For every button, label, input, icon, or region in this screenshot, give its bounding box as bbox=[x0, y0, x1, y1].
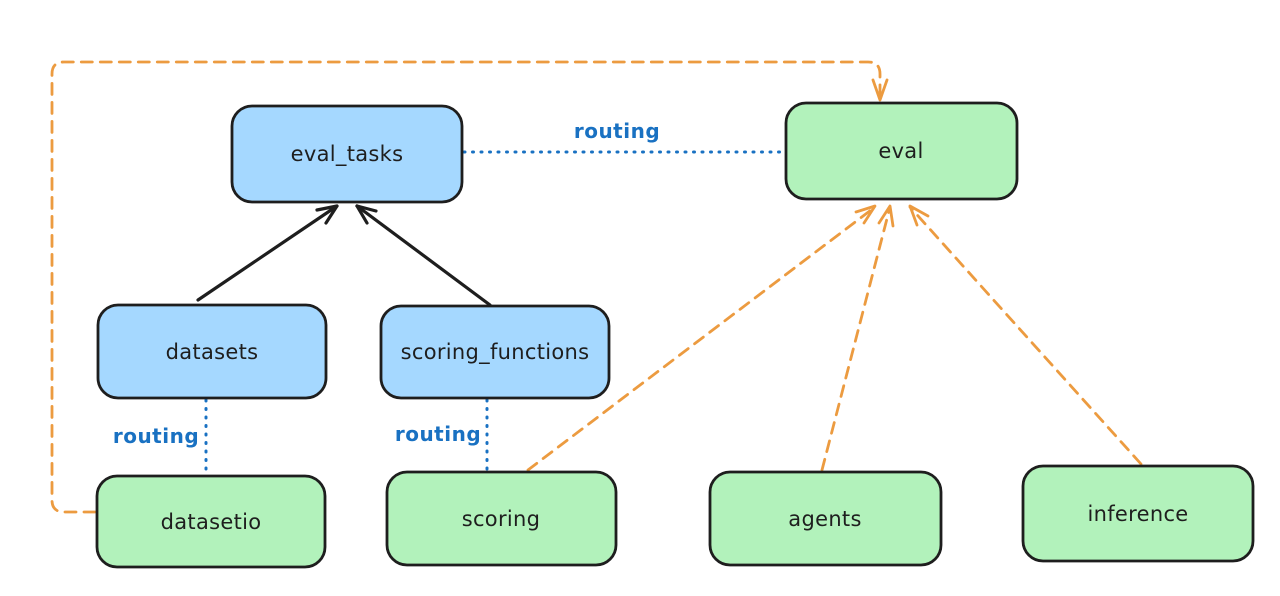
node-datasetio-box bbox=[95, 474, 327, 569]
node-datasetio-label: datasetio bbox=[161, 510, 262, 534]
node-agents-label: agents bbox=[788, 507, 861, 531]
arrowhead-agents-to-eval bbox=[877, 204, 895, 228]
edge-datasetio-to-eval-path bbox=[50, 60, 882, 514]
node-inference-box bbox=[1021, 464, 1255, 563]
node-eval-tasks-label: eval_tasks bbox=[291, 142, 404, 167]
node-eval-box bbox=[784, 101, 1019, 201]
edge-scoring-to-eval-path bbox=[526, 205, 877, 472]
edge-datasets-to-eval-tasks-path bbox=[196, 204, 339, 302]
edge-scoring-functions-to-eval-tasks-path bbox=[355, 204, 492, 307]
node-datasets-label: datasets bbox=[166, 340, 259, 364]
edge-scoring-functions-to-eval-tasks bbox=[355, 204, 492, 307]
node-agents-box bbox=[708, 470, 943, 567]
arrowhead-inference-to-eval bbox=[908, 204, 930, 227]
node-eval-tasks: eval_tasks bbox=[230, 104, 464, 204]
node-agents: agents bbox=[708, 470, 943, 567]
arrowhead-datasets-to-eval-tasks bbox=[315, 204, 339, 225]
edge-agents-to-eval-path bbox=[820, 205, 892, 472]
node-datasets: datasets bbox=[96, 303, 328, 400]
arrowhead-datasetio-to-eval bbox=[871, 78, 889, 102]
routing-label-datasets-datasetio: routing bbox=[113, 424, 199, 448]
node-inference: inference bbox=[1021, 464, 1255, 563]
node-datasets-box bbox=[96, 303, 328, 400]
arrowhead-scoring-functions-to-eval-tasks bbox=[355, 204, 378, 225]
node-inference-label: inference bbox=[1087, 502, 1188, 526]
arrowhead-scoring-to-eval bbox=[854, 204, 877, 225]
node-scoring-functions-box bbox=[379, 304, 611, 400]
node-eval: eval bbox=[784, 101, 1019, 201]
node-scoring-functions-label: scoring_functions bbox=[401, 340, 590, 365]
edge-datasets-to-eval-tasks bbox=[196, 204, 339, 302]
node-scoring-functions: scoring_functions bbox=[379, 304, 611, 400]
edge-scoring-to-eval bbox=[526, 204, 877, 472]
node-scoring-label: scoring bbox=[462, 507, 541, 531]
node-scoring: scoring bbox=[385, 470, 618, 567]
node-eval-tasks-box bbox=[230, 104, 464, 204]
edge-datasetio-to-eval bbox=[50, 60, 889, 514]
routing-label-scoring-functions-scoring: routing bbox=[395, 422, 481, 446]
edge-inference-to-eval-path bbox=[908, 205, 1143, 466]
node-scoring-box bbox=[385, 470, 618, 567]
node-datasetio: datasetio bbox=[95, 474, 327, 569]
edge-agents-to-eval bbox=[820, 204, 895, 472]
edge-inference-to-eval bbox=[908, 204, 1143, 466]
node-eval-label: eval bbox=[878, 139, 923, 163]
routing-label-eval-tasks-eval: routing bbox=[574, 119, 660, 143]
